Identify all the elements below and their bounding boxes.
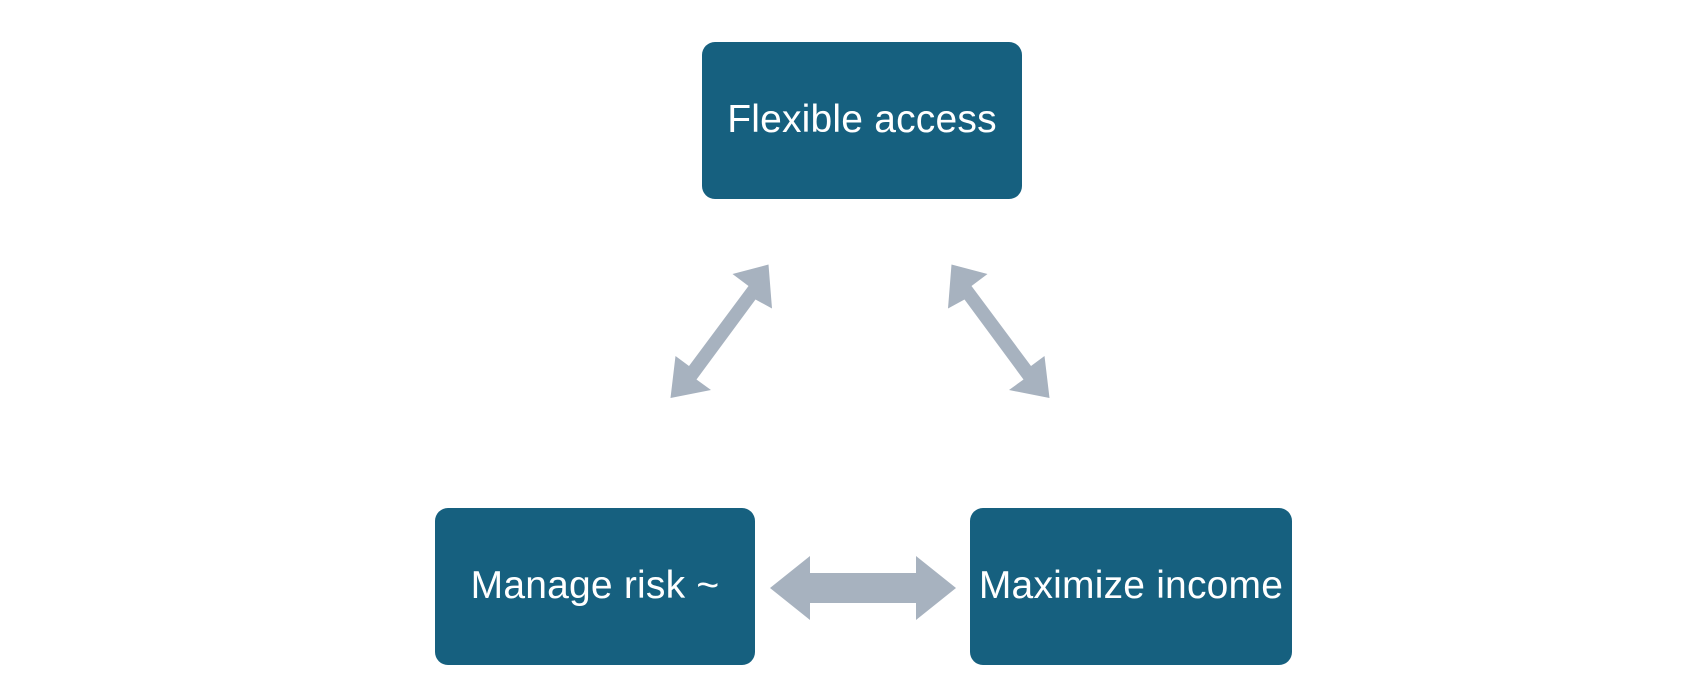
double-arrow-icon-manage-risk-to-maximize-income [770,556,956,620]
double-arrow-icon-flexible-access-to-maximize-income [948,264,1050,398]
node-manage-risk[interactable]: Manage risk ~ [435,508,755,665]
node-maximize-income-label: Maximize income [978,564,1284,608]
node-flexible-access-label: Flexible access [727,98,997,142]
node-maximize-income[interactable]: Maximize income [970,508,1292,665]
double-arrow-icon-manage-risk-to-flexible-access [670,264,772,398]
node-manage-risk-label: Manage risk ~ [470,564,720,608]
node-flexible-access[interactable]: Flexible access [702,42,1022,199]
